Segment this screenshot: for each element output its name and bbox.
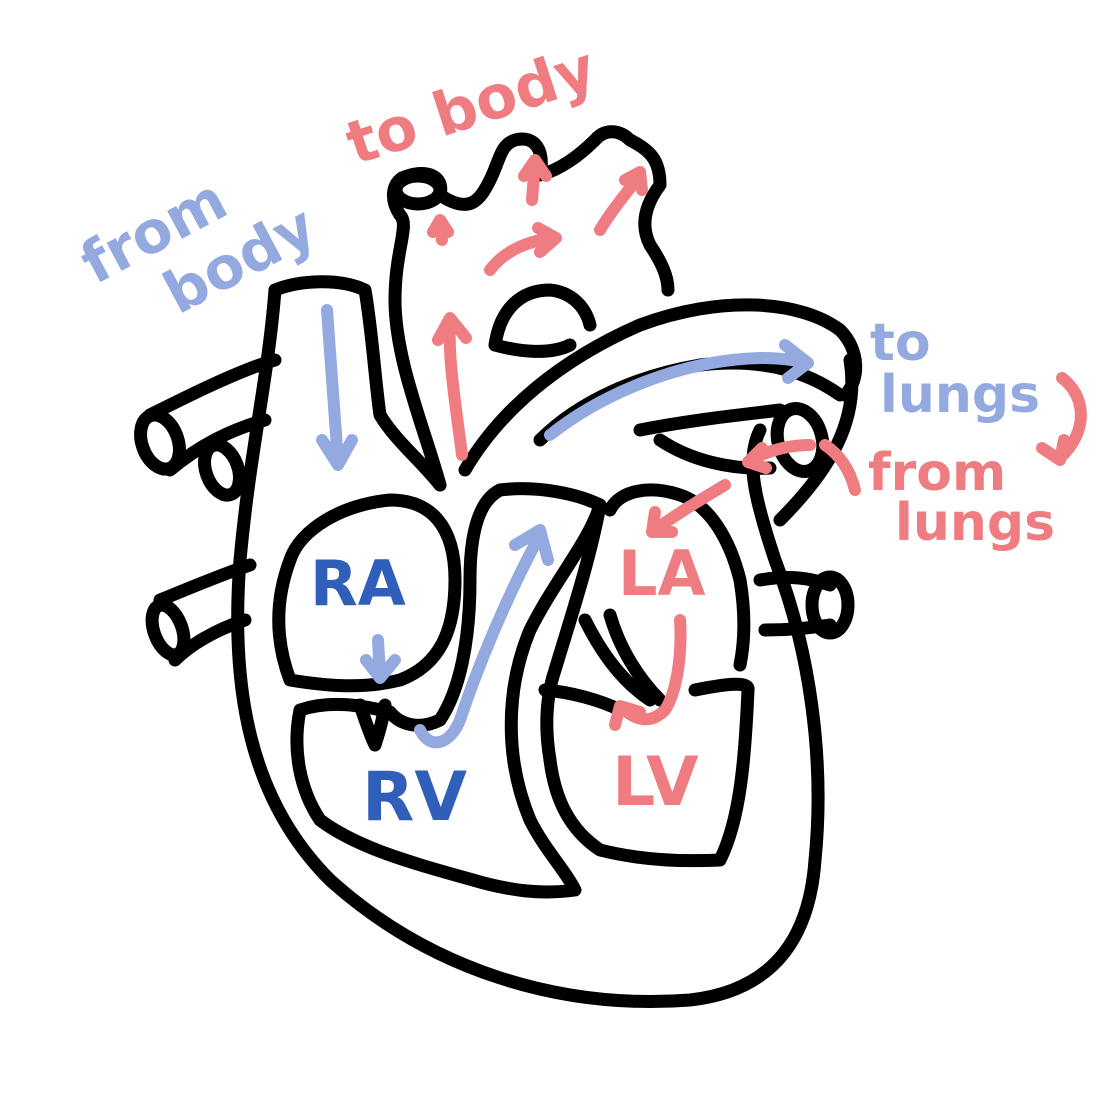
pulmonary-vein-opening-lower bbox=[805, 570, 855, 640]
arrow-aorta-up bbox=[432, 312, 472, 461]
arrow-lungs-to-la bbox=[646, 479, 731, 538]
tricuspid-valve bbox=[353, 698, 392, 752]
label-ra: RA bbox=[310, 547, 406, 620]
aortic-arch-fill bbox=[488, 338, 577, 358]
arrow-from-lungs-curve bbox=[819, 439, 861, 496]
left-atrium-outline bbox=[603, 483, 751, 672]
label-from-lungs-line2: lungs bbox=[895, 493, 1055, 553]
label-from-lungs-line1: from bbox=[868, 443, 1006, 503]
label-la: LA bbox=[618, 537, 706, 610]
arrow-ra-to-rv bbox=[360, 634, 401, 684]
label-to-lungs-line2: lungs bbox=[880, 365, 1040, 425]
aortic-arch-inner bbox=[488, 283, 597, 352]
septum-left-edge bbox=[540, 498, 755, 868]
right-ventricle-outline bbox=[290, 482, 607, 899]
left-vessel-mid-opening bbox=[198, 438, 246, 502]
left-vessel-upper-opening bbox=[134, 408, 186, 476]
right-atrium-outline bbox=[272, 493, 462, 693]
arrow-lungs-to-la-upper bbox=[742, 439, 816, 474]
arrow-pulmonary-to-lungs bbox=[544, 339, 814, 441]
aorta-branch-opening bbox=[389, 169, 447, 211]
arrow-to-lungs-curve bbox=[1036, 372, 1087, 466]
arrow-rv-to-pulmonary bbox=[414, 524, 554, 749]
arrow-branch-left bbox=[427, 214, 454, 246]
label-rv: RV bbox=[362, 758, 467, 837]
arrow-from-body-down bbox=[316, 304, 358, 471]
arrow-branch-right bbox=[594, 166, 648, 236]
label-lv: LV bbox=[612, 743, 699, 822]
vena-cava bbox=[268, 275, 447, 492]
label-to-lungs-line1: to bbox=[870, 313, 931, 373]
arrow-aorta-arch bbox=[484, 222, 562, 276]
arrow-branch-mid bbox=[518, 154, 552, 206]
arrow-la-to-lv bbox=[609, 614, 687, 731]
left-vessel-lower-opening bbox=[145, 598, 191, 662]
